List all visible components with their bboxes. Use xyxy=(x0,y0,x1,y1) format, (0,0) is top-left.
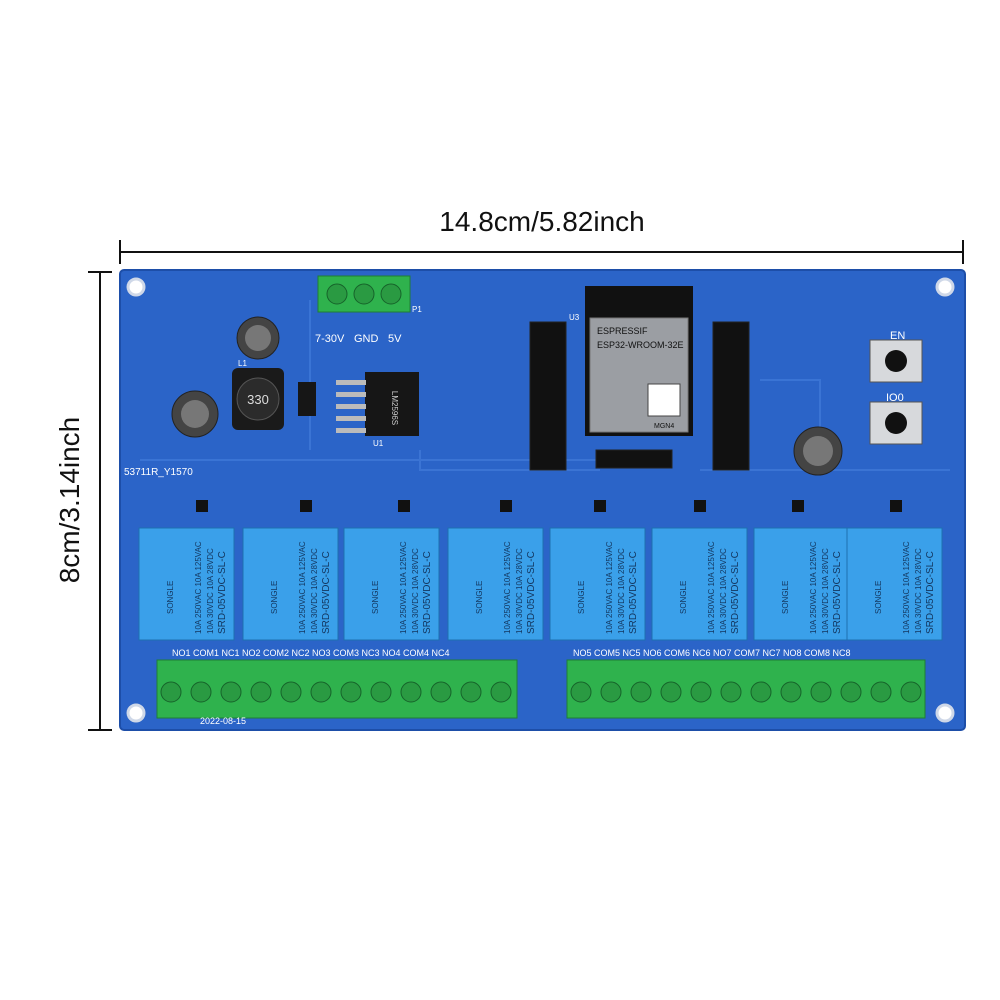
terminal-labels-left: NO1 COM1 NC1 NO2 COM2 NC2 NO3 COM3 NC3 N… xyxy=(172,648,450,658)
relay-rating: 10A 250VAC 10A 125VAC xyxy=(399,541,408,634)
io0-label: IO0 xyxy=(886,392,904,404)
relay-model: SRD-05VDC-SL-C xyxy=(422,551,433,634)
relay-model: SRD-05VDC-SL-C xyxy=(925,551,936,634)
relay xyxy=(846,527,943,641)
relay-rating: 10A 30VDC 10A 28VDC xyxy=(719,548,728,634)
mounting-hole xyxy=(126,277,955,723)
relay-rating: 10A 250VAC 10A 125VAC xyxy=(809,541,818,634)
pcb-board xyxy=(119,269,966,731)
relay-brand: SONGLE xyxy=(475,581,484,614)
capacitor xyxy=(793,426,843,476)
relay-brand: SONGLE xyxy=(874,581,883,614)
en-button xyxy=(869,339,923,383)
regulator-chip xyxy=(336,372,419,436)
relay xyxy=(343,527,440,641)
relay-rating: 10A 30VDC 10A 28VDC xyxy=(206,548,215,634)
power-terminal-block xyxy=(317,275,411,313)
relay-brand: SONGLE xyxy=(270,581,279,614)
relay-rating: 10A 30VDC 10A 28VDC xyxy=(310,548,319,634)
capacitor xyxy=(171,390,219,438)
relay-terminal-block-right xyxy=(566,659,926,719)
relay-rating: 10A 30VDC 10A 28VDC xyxy=(617,548,626,634)
module-ref: U3 xyxy=(569,313,580,322)
terminal-labels-right: NO5 COM5 NC5 NO6 COM6 NC6 NO7 COM7 NC7 N… xyxy=(573,648,851,658)
inductor-marking: 330 xyxy=(247,392,269,407)
relay xyxy=(753,527,850,641)
regulator-ref: U1 xyxy=(373,439,384,448)
io0-button xyxy=(869,401,923,445)
module-sub: MGN4 xyxy=(654,423,674,430)
relay xyxy=(549,527,646,641)
power-label-gnd: GND xyxy=(354,333,379,345)
relay-rating: 10A 250VAC 10A 125VAC xyxy=(605,541,614,634)
relay-model: SRD-05VDC-SL-C xyxy=(321,551,332,634)
relay-rating: 10A 250VAC 10A 125VAC xyxy=(298,541,307,634)
relay xyxy=(651,527,748,641)
relay-rating: 10A 250VAC 10A 125VAC xyxy=(902,541,911,634)
relay-rating: 10A 30VDC 10A 28VDC xyxy=(914,548,923,634)
regulator-marking: LM2596S xyxy=(390,391,399,425)
inductor-ref: L1 xyxy=(238,359,247,368)
relay-brand: SONGLE xyxy=(577,581,586,614)
relay xyxy=(242,527,339,641)
power-terminal-ref: P1 xyxy=(412,305,422,314)
width-dimension-label: 14.8cm/5.82inch xyxy=(439,206,645,237)
power-label-5v: 5V xyxy=(388,333,402,345)
esp32-module xyxy=(585,286,693,436)
relay-model: SRD-05VDC-SL-C xyxy=(217,551,228,634)
relay-terminal-block-left xyxy=(156,659,518,719)
relay-model: SRD-05VDC-SL-C xyxy=(628,551,639,634)
relay-rating: 10A 250VAC 10A 125VAC xyxy=(503,541,512,634)
board-id: 53711R_Y1570 xyxy=(124,467,193,478)
board-date: 2022-08-15 xyxy=(200,716,246,726)
relay-rating: 10A 250VAC 10A 125VAC xyxy=(194,541,203,634)
relay-brand: SONGLE xyxy=(679,581,688,614)
relay-brand: SONGLE xyxy=(781,581,790,614)
relay-rating: 10A 30VDC 10A 28VDC xyxy=(515,548,524,634)
power-label-v: 7-30V xyxy=(315,333,345,345)
relay-model: SRD-05VDC-SL-C xyxy=(730,551,741,634)
relay-model: SRD-05VDC-SL-C xyxy=(832,551,843,634)
capacitor xyxy=(236,316,280,360)
module-model: ESP32-WROOM-32E xyxy=(597,340,684,350)
relay-brand: SONGLE xyxy=(166,581,175,614)
pin-header xyxy=(529,321,750,471)
relay-brand: SONGLE xyxy=(371,581,380,614)
height-dimension xyxy=(88,271,112,731)
module-brand: ESPRESSIF xyxy=(597,326,648,336)
width-dimension xyxy=(119,240,964,264)
relay-model: SRD-05VDC-SL-C xyxy=(526,551,537,634)
relay xyxy=(138,527,235,641)
inductor xyxy=(232,368,284,430)
relay xyxy=(447,527,544,641)
diode xyxy=(298,382,316,416)
en-label: EN xyxy=(890,330,905,342)
height-dimension-label: 8cm/3.14inch xyxy=(54,416,85,584)
relay-rating: 10A 30VDC 10A 28VDC xyxy=(821,548,830,634)
relay-rating: 10A 250VAC 10A 125VAC xyxy=(707,541,716,634)
relay-rating: 10A 30VDC 10A 28VDC xyxy=(411,548,420,634)
relay-row xyxy=(138,527,943,641)
